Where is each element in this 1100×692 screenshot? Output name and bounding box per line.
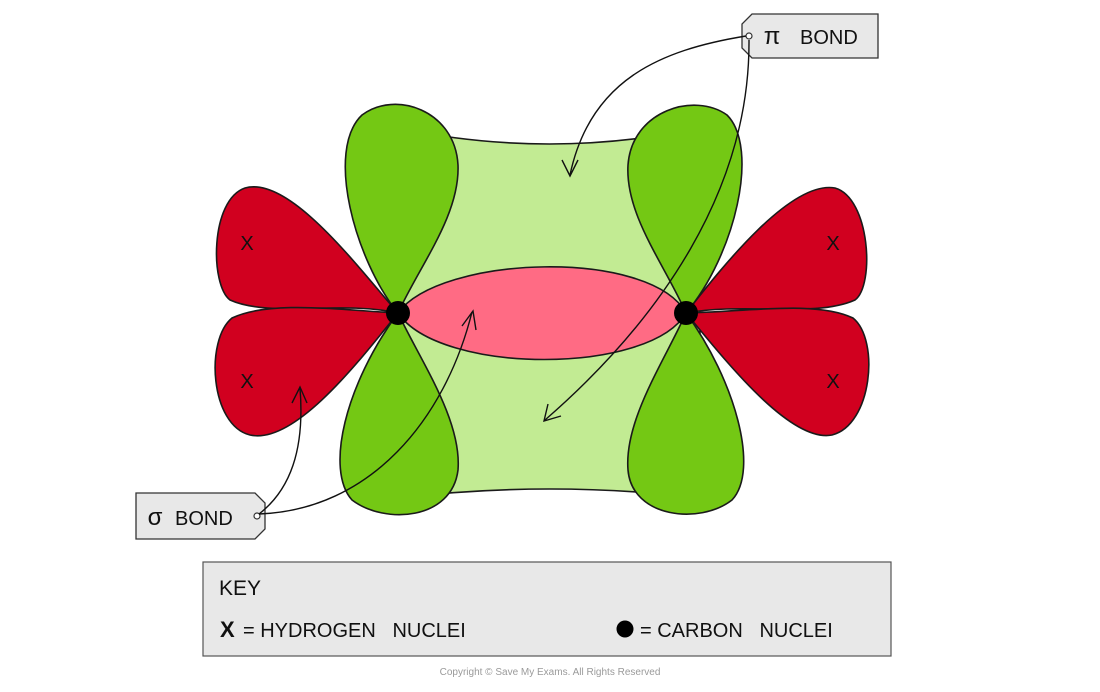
hydrogen-nucleus-mark: X — [240, 233, 253, 255]
copyright-notice: Copyright © Save My Exams. All Rights Re… — [439, 667, 661, 678]
pi-symbol: π — [764, 23, 781, 50]
key-title: KEY — [219, 577, 261, 600]
key-box: KEY X = HYDROGEN NUCLEI = CARBON NUCLEI — [202, 561, 892, 657]
sigma-bond-label: BOND — [175, 508, 233, 530]
pi-arrow-upper — [561, 35, 747, 178]
pi-bond-label: BOND — [800, 27, 858, 49]
key-hydrogen-symbol: X — [220, 617, 235, 642]
p-orbital-right-lower — [627, 311, 745, 515]
pi-bond-tag: π BOND — [741, 13, 879, 59]
p-orbital-left-upper — [344, 103, 459, 315]
hydrogen-nucleus-mark: X — [826, 371, 839, 393]
key-carbon-dot — [616, 620, 634, 638]
sigma-arrow-upper — [258, 309, 477, 515]
sp2-lobe-left-lower — [214, 306, 400, 437]
sigma-symbol: σ — [148, 504, 163, 531]
p-orbital-left-lower — [339, 311, 459, 516]
sigma-bond-tag: σ BOND — [135, 492, 266, 540]
key-carbon-label: = CARBON NUCLEI — [640, 620, 833, 642]
sigma-arrow-lower — [258, 385, 308, 515]
p-orbital-right-upper — [627, 104, 743, 315]
carbon-nucleus-left — [386, 301, 410, 325]
sp2-lobe-right-lower — [684, 307, 870, 437]
hydrogen-nucleus-mark: X — [826, 233, 839, 255]
hydrogen-nucleus-mark: X — [240, 371, 253, 393]
carbon-nucleus-right — [674, 301, 698, 325]
key-hydrogen-label: = HYDROGEN NUCLEI — [243, 620, 466, 642]
pi-arrow-lower — [543, 39, 750, 423]
